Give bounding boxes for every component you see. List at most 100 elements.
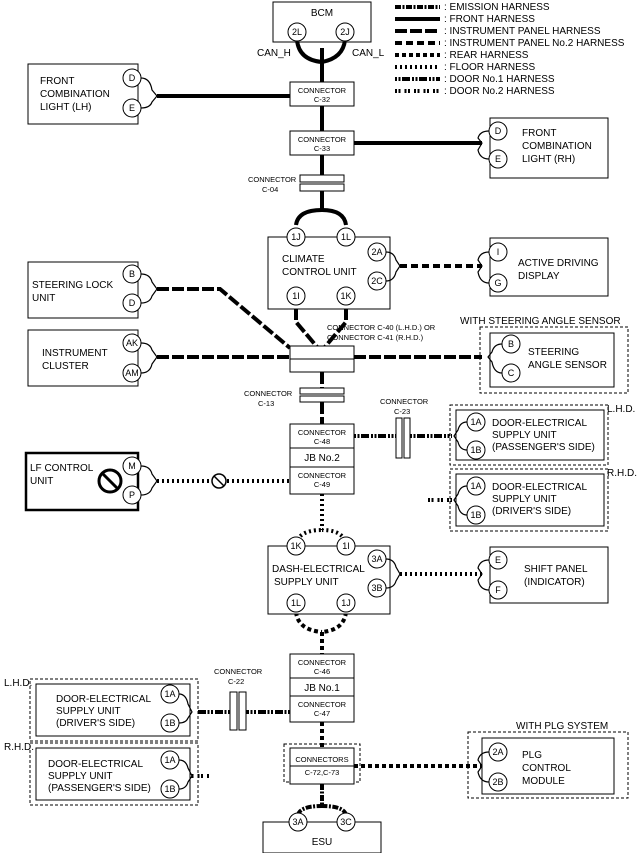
- plg-control-module: WITH PLG SYSTEM 2A 2B PLG CONTROL MODULE: [467, 721, 629, 799]
- dp-top-line2: SUPPLY UNIT: [492, 430, 557, 441]
- fcl-rh-line3: LIGHT (RH): [522, 154, 575, 165]
- active-driving-display: I G ACTIVE DRIVING DISPLAY: [477, 237, 609, 297]
- jb1-c46-line1: CONNECTOR: [298, 658, 347, 667]
- ic-pin-am: AM: [125, 368, 139, 378]
- dp-top-line1: DOOR-ELECTRICAL: [492, 418, 587, 429]
- dd-top-line1: DOOR-ELECTRICAL: [492, 482, 587, 493]
- front-combination-light-lh: FRONT COMBINATION LIGHT (LH) D E: [27, 63, 158, 125]
- connector-c33: CONNECTOR C-33: [289, 130, 355, 156]
- jb2-c48-line1: CONNECTOR: [298, 428, 347, 437]
- door-electrical-passenger-lhd: L.H.D. 1A 1B DOOR-ELECTRICAL SUPPLY UNIT…: [449, 404, 635, 466]
- c23-line2: C-23: [394, 407, 410, 416]
- fcl-lh-pin-e: E: [129, 103, 135, 113]
- dp-bot-line3: (PASSENGER'S SIDE): [48, 783, 151, 794]
- door-electrical-passenger-rhd: R.H.D. 1A 1B DOOR-ELECTRICAL SUPPLY UNIT…: [4, 742, 199, 806]
- climate-pin-1j: 1J: [291, 232, 301, 242]
- dd-top-pin-1a: 1A: [470, 481, 481, 491]
- connector-c23: CONNECTOR C-23: [380, 397, 429, 459]
- legend-instrument-panel: : INSTRUMENT PANEL HARNESS: [444, 26, 601, 37]
- connector-c40-c41: CONNECTOR C-40 (L.H.D.) OR CONNECTOR C-4…: [289, 323, 436, 373]
- steering-angle-sensor-group: WITH STEERING ANGLE SENSOR B C STEERING …: [460, 316, 629, 394]
- dd-bot-line3: (DRIVER'S SIDE): [56, 718, 135, 729]
- bcm-module: BCM 2L 2J CAN_H CAN_L: [257, 1, 385, 59]
- dd-top-line3: (DRIVER'S SIDE): [492, 506, 571, 517]
- esu-pin-3a: 3A: [292, 817, 303, 827]
- sp-line2: (INDICATOR): [524, 577, 585, 588]
- dp-top-pin-1a: 1A: [470, 417, 481, 427]
- climate-pin-1l: 1L: [341, 232, 351, 242]
- c33-line2: C-33: [314, 144, 330, 153]
- with-plg-label: WITH PLG SYSTEM: [516, 721, 608, 732]
- dp-bot-line2: SUPPLY UNIT: [48, 771, 113, 782]
- esu-module: 3A 3C ESU: [262, 812, 382, 853]
- rhd-top-label: R.H.D.: [607, 468, 637, 479]
- legend-rear: : REAR HARNESS: [444, 50, 529, 61]
- add-pin-g: G: [494, 278, 501, 288]
- fcl-lh-pin-d: D: [129, 73, 136, 83]
- connector-c13: CONNECTOR C-13: [244, 387, 345, 408]
- c04-line1: CONNECTOR: [248, 175, 297, 184]
- bcm-pin-2l: 2L: [292, 27, 302, 37]
- c22-line1: CONNECTOR: [214, 667, 263, 676]
- ic-line1: INSTRUMENT: [42, 348, 108, 359]
- connector-c72-c73: CONNECTORS C-72,C-73: [283, 743, 361, 785]
- c72-line1: CONNECTORS: [295, 755, 348, 764]
- jb2-title: JB No.2: [304, 453, 340, 464]
- dash-pin-3b: 3B: [371, 583, 382, 593]
- dd-bot-pin-1b: 1B: [164, 718, 175, 728]
- fcl-lh-line1: FRONT: [40, 76, 74, 87]
- legend-front: : FRONT HARNESS: [444, 14, 535, 25]
- add-line2: DISPLAY: [518, 271, 560, 282]
- dash-pin-1j: 1J: [341, 598, 351, 608]
- sas-line1: STEERING: [528, 347, 579, 358]
- climate-line1: CLIMATE: [282, 254, 325, 265]
- c40-line2: CONNECTOR C-41 (R.H.D.): [327, 333, 424, 342]
- climate-control-unit: 1J 1L 1I 1K 2A 2C CLIMATE CONTROL UNIT: [267, 227, 401, 310]
- sp-pin-f: F: [495, 585, 501, 595]
- sas-pin-b: B: [508, 339, 514, 349]
- dp-top-pin-1b: 1B: [470, 445, 481, 455]
- jb1-c47-line1: CONNECTOR: [298, 700, 347, 709]
- fcl-rh-line1: FRONT: [522, 128, 556, 139]
- jb1-c46-line2: C-46: [314, 667, 330, 676]
- sp-line1: SHIFT PANEL: [524, 564, 588, 575]
- jb2-c48-line2: C-48: [314, 437, 330, 446]
- dd-bot-line1: DOOR-ELECTRICAL: [56, 694, 151, 705]
- legend-instrument-panel-2: : INSTRUMENT PANEL No.2 HARNESS: [444, 38, 625, 49]
- can-h-label: CAN_H: [257, 48, 291, 59]
- instrument-cluster: AK AM INSTRUMENT CLUSTER: [27, 329, 158, 387]
- climate-pin-1i: 1I: [292, 291, 300, 301]
- junction-block-2: CONNECTOR C-48 JB No.2 CONNECTOR C-49: [289, 423, 355, 495]
- sas-line2: ANGLE SENSOR: [528, 360, 607, 371]
- dd-top-line2: SUPPLY UNIT: [492, 494, 557, 505]
- legend-door-1: : DOOR No.1 HARNESS: [444, 74, 555, 85]
- dash-pin-1i: 1I: [342, 541, 350, 551]
- with-steering-label: WITH STEERING ANGLE SENSOR: [460, 316, 621, 327]
- door-electrical-driver-rhd: R.H.D. 1A 1B DOOR-ELECTRICAL SUPPLY UNIT…: [449, 468, 637, 532]
- connector-c22: CONNECTOR C-22: [214, 667, 263, 731]
- climate-pin-2c: 2C: [371, 276, 383, 286]
- slu-pin-b: B: [129, 269, 135, 279]
- legend-floor: : FLOOR HARNESS: [444, 62, 535, 73]
- door-electrical-driver-lhd: L.H.D. 1A 1B DOOR-ELECTRICAL SUPPLY UNIT…: [4, 678, 199, 742]
- dp-top-line3: (PASSENGER'S SIDE): [492, 442, 595, 453]
- dp-bot-pin-1b: 1B: [164, 784, 175, 794]
- add-line1: ACTIVE DRIVING: [518, 258, 599, 269]
- dash-line1: DASH-ELECTRICAL: [272, 564, 365, 575]
- jb2-c49-line2: C-49: [314, 480, 330, 489]
- legend-emission: : EMISSION HARNESS: [444, 2, 550, 13]
- legend: : EMISSION HARNESS : FRONT HARNESS : INS…: [395, 2, 625, 97]
- prohibited-icon: [97, 468, 123, 494]
- lf-pin-p: P: [129, 490, 135, 500]
- add-pin-i: I: [497, 247, 500, 257]
- c72-line2: C-72,C-73: [305, 768, 340, 777]
- fcl-rh-pin-e: E: [495, 154, 501, 164]
- fcl-rh-pin-d: D: [495, 126, 502, 136]
- dash-line2: SUPPLY UNIT: [274, 577, 339, 588]
- c23-line1: CONNECTOR: [380, 397, 429, 406]
- lf-pin-m: M: [128, 461, 136, 471]
- lf-control-unit: LF CONTROL UNIT M P: [24, 451, 158, 512]
- esu-pin-3c: 3C: [340, 817, 352, 827]
- sp-pin-e: E: [495, 555, 501, 565]
